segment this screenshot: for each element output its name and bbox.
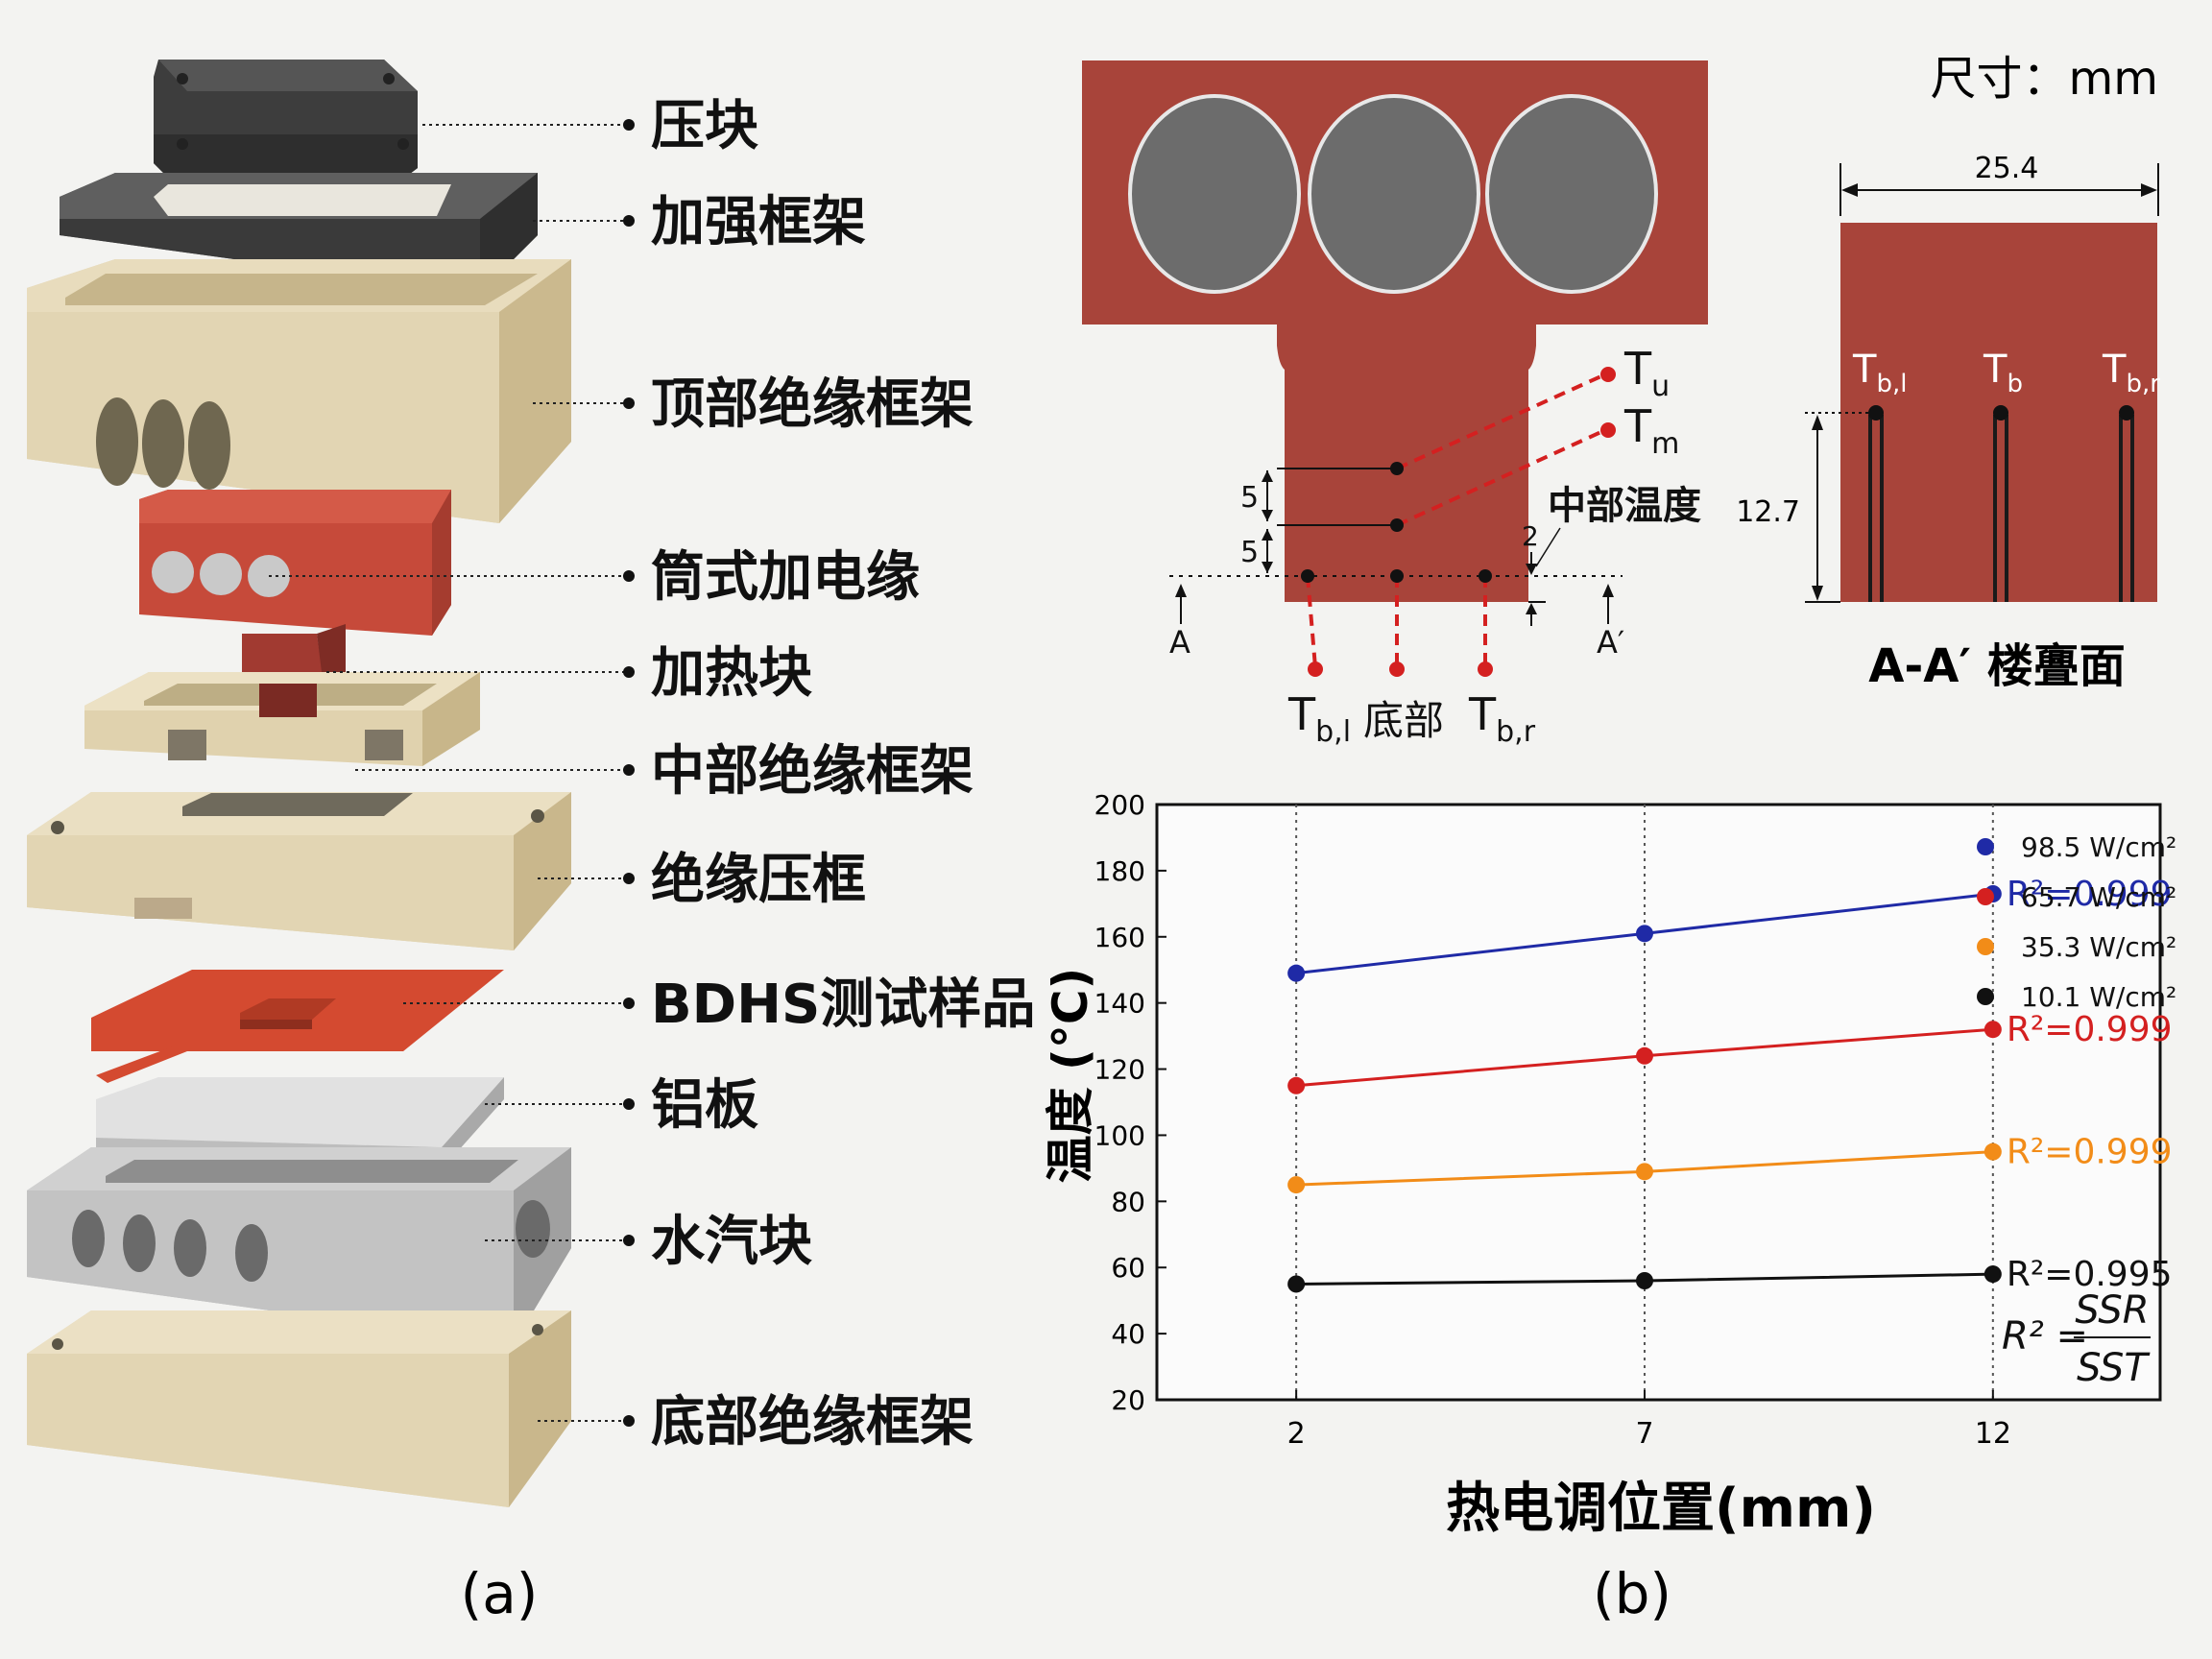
part-label: 铝板 <box>651 1074 758 1137</box>
part-label: 中部绝缘框架 <box>651 740 974 803</box>
legend-marker <box>1977 938 1994 955</box>
data-point <box>1287 1176 1306 1194</box>
data-point <box>1984 1265 2002 1284</box>
legend-label: 98.5 W/cm² <box>2021 831 2176 863</box>
panel-a-caption: (a) <box>461 1561 539 1626</box>
chart-legend: 98.5 W/cm² 65.7 W/cm² 35.3 W/cm² 10.1 W/cm² <box>1977 831 2176 1013</box>
part-label: 顶部绝缘框架 <box>651 373 974 436</box>
depth-dim-label: 12.7 <box>1736 495 1800 529</box>
part-label: 筒式加电缘 <box>651 546 920 609</box>
tb-left-label: Tb,l <box>1852 348 1907 398</box>
data-point <box>1984 1021 2002 1039</box>
plot-frame <box>1155 803 2162 1402</box>
tu-label: Tu <box>1623 343 1670 403</box>
y-tick-label: 140 <box>1094 988 1145 1020</box>
x-tick-label: 2 <box>1287 1417 1306 1451</box>
legend-marker <box>1977 888 1994 905</box>
schematic-labels: 5 5 2 中部温度 A A′ Tu Tm Tb,l 底部 Tb,r <box>1169 343 1701 749</box>
y-tick-label: 200 <box>1094 789 1145 821</box>
y-tick-label: 120 <box>1094 1054 1145 1086</box>
units-label: 尺寸：mm <box>1930 52 2158 106</box>
tm-label: Tm <box>1623 400 1679 461</box>
y-tick-label: 80 <box>1111 1186 1145 1217</box>
section-title: A-A′ 楼亹面 <box>1868 639 2126 693</box>
section-view: 尺寸：mm 25.4 12.7 Tb,l Tb Tb,r A-A′ 楼亹面 <box>1736 52 2160 693</box>
exploded-assembly <box>27 60 571 1507</box>
y-tick-label: 100 <box>1094 1119 1145 1151</box>
y-axis-label: 温度 (°C) <box>1043 968 1098 1184</box>
data-point <box>1984 1142 2002 1161</box>
heater-block-schematic <box>1082 60 1708 602</box>
bottom-insulation-frame-part <box>27 1310 571 1507</box>
data-point <box>1635 1272 1653 1289</box>
tbl-label: Tb,l <box>1287 688 1351 749</box>
y-tick-label: 60 <box>1111 1252 1145 1284</box>
dim-2-label: 2 <box>1522 520 1539 552</box>
part-label: 水汽块 <box>651 1211 812 1273</box>
panel-b-caption: (b) <box>1593 1561 1671 1626</box>
water-block-part <box>27 1147 571 1344</box>
section-a-prime-label: A′ <box>1597 624 1624 661</box>
r2-formula: R² = SSR SST <box>2002 1288 2151 1390</box>
cartridge-heater-part <box>139 490 451 636</box>
leader-lines <box>269 124 629 1422</box>
legend-label: 10.1 W/cm² <box>2021 981 2176 1013</box>
chart-y-ticks: 20 40 60 80 100 120 140 160 180 200 <box>1094 789 1166 1416</box>
x-tick-label: 7 <box>1635 1417 1653 1451</box>
data-point <box>1635 925 1653 943</box>
legend-marker <box>1977 988 1994 1005</box>
insulation-press-frame-part <box>27 792 571 950</box>
tbr-label: Tb,r <box>1468 688 1536 749</box>
width-dim-label: 25.4 <box>1975 152 2039 185</box>
y-tick-label: 180 <box>1094 855 1145 887</box>
thermocouple-lines <box>1169 367 1623 677</box>
x-axis-label: 热电调位置(mm) <box>1446 1478 1876 1540</box>
top-insulation-frame-part <box>27 259 571 523</box>
r2-label: R²=0.995 <box>2007 1255 2173 1294</box>
legend-marker <box>1977 838 1994 855</box>
part-label: BDHS测试样品 <box>651 974 1035 1036</box>
part-label: 底部绝缘框架 <box>651 1391 974 1454</box>
part-label: 绝缘压框 <box>651 849 866 911</box>
part-labels: 压块 加强框架 顶部绝缘框架 筒式加电缘 加热块 中部绝缘框架 绝缘压框 BDH… <box>651 95 1035 1454</box>
y-tick-label: 20 <box>1111 1384 1145 1416</box>
r2-label: R²=0.999 <box>2007 875 2173 914</box>
middle-insulation-frame-part <box>84 672 480 766</box>
bdhs-sample-part <box>91 970 504 1083</box>
tb-right-label: Tb,r <box>2102 348 2160 398</box>
legend-label: 65.7 W/cm² <box>2021 881 2176 913</box>
x-tick-label: 12 <box>1975 1417 2011 1451</box>
part-label: 加热块 <box>651 642 812 705</box>
dim-5a-label: 5 <box>1240 481 1259 515</box>
part-label: 加强框架 <box>651 191 866 253</box>
data-point <box>1635 1046 1653 1065</box>
data-point <box>1287 1076 1306 1094</box>
formula-numerator: SSR <box>2075 1288 2149 1333</box>
line-chart: 20 40 60 80 100 120 140 160 180 200 2 7 12 R²=0.999… <box>1043 789 2176 1540</box>
data-point <box>1287 1275 1306 1293</box>
r2-label: R²=0.999 <box>2007 1010 2173 1049</box>
bottom-label: 底部 <box>1363 697 1444 744</box>
r2-label: R²=0.999 <box>2007 1133 2173 1172</box>
y-tick-label: 40 <box>1111 1318 1145 1350</box>
legend-label: 35.3 W/cm² <box>2021 931 2176 963</box>
section-a-label: A <box>1169 624 1190 661</box>
part-label: 压块 <box>651 95 758 157</box>
dim-5b-label: 5 <box>1240 536 1259 569</box>
chart-x-ticks: 2 7 12 <box>1287 1390 2011 1451</box>
data-point <box>1287 964 1306 982</box>
leader-dots <box>623 119 635 1427</box>
formula-denominator: SST <box>2077 1346 2151 1390</box>
data-point <box>1635 1163 1653 1181</box>
tb-center-label: Tb <box>1983 348 2023 398</box>
y-tick-label: 160 <box>1094 922 1145 953</box>
mid-temp-label: 中部温度 <box>1548 484 1701 528</box>
